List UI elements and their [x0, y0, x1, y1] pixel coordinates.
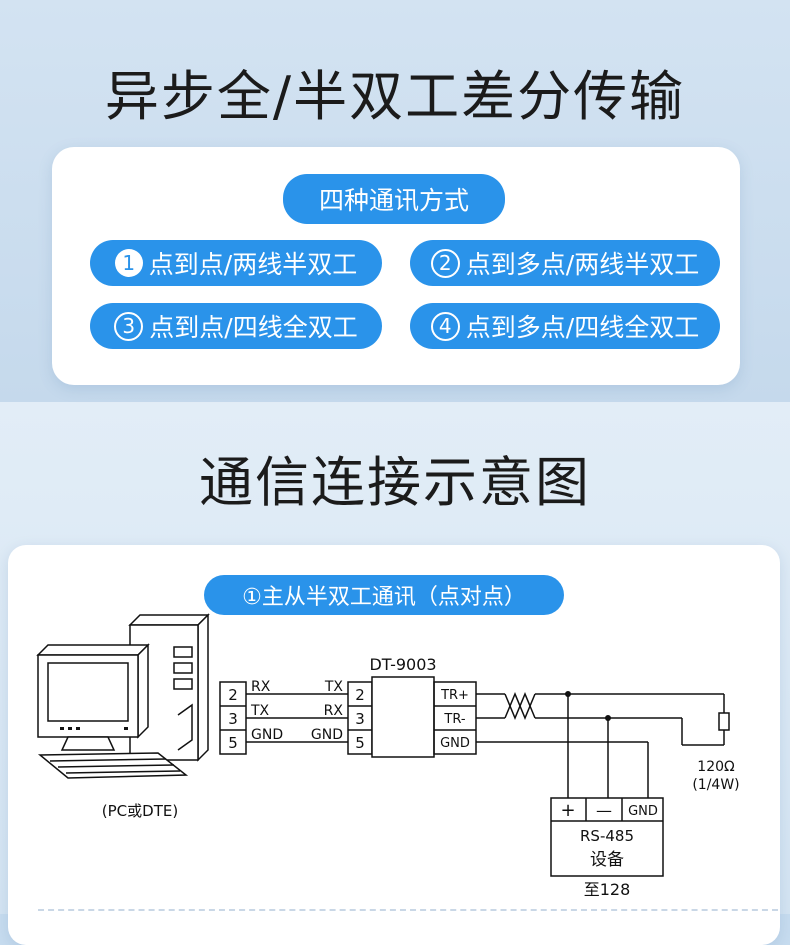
- mode-label-3: 点到点/四线全双工: [149, 313, 358, 342]
- diagram-card: ①主从半双工通讯（点对点）: [8, 545, 780, 945]
- number-4-badge: 4: [430, 311, 460, 341]
- mode-item-4: 4 点到多点/四线全双工: [410, 303, 720, 349]
- section2-title: 通信连接示意图: [199, 451, 591, 514]
- conv-pin-2: 3: [355, 710, 365, 728]
- pc-label: (PC或DTE): [102, 802, 178, 820]
- modes-card: 四种通讯方式 1 点到点/两线半双工 2 点到多点/两线半双工 3 点到点/四线…: [52, 147, 740, 385]
- rs485-terminal-minus: —: [596, 801, 612, 820]
- conv-pin-1: 2: [355, 686, 365, 704]
- left-signal-3: GND: [251, 727, 283, 743]
- modes-badge: 四种通讯方式: [283, 174, 505, 224]
- resistor-value: 120Ω: [697, 759, 735, 775]
- number-1-badge: 1: [114, 249, 143, 277]
- left-pin-2: 3: [228, 710, 238, 728]
- conv-pin-3: 5: [355, 734, 365, 752]
- left-pin-3: 5: [228, 734, 238, 752]
- resistor-power: (1/4W): [692, 777, 739, 793]
- dashed-divider: [38, 909, 778, 911]
- connection-diagram: DT-9003 2 3 5 RX TX GND TX RX GND 2 3 5 …: [36, 613, 740, 899]
- number-2-badge: 2: [430, 248, 460, 278]
- pc-monitor-icon: [36, 643, 150, 751]
- section1-title: 异步全/半双工差分传输: [104, 65, 686, 128]
- mode-item-3: 3 点到点/四线全双工: [90, 303, 382, 349]
- mode-label-1: 点到点/两线半双工: [148, 250, 358, 279]
- right-signal-3: GND: [311, 727, 343, 743]
- rs485-count: 至128: [584, 880, 631, 899]
- left-pin-1: 2: [228, 686, 238, 704]
- mode-item-2: 2 点到多点/两线半双工: [410, 240, 720, 286]
- mode-item-1: 1 点到点/两线半双工: [90, 240, 382, 286]
- left-signal-2: TX: [250, 703, 270, 719]
- rs485-device-box: [550, 797, 664, 877]
- resistor-icon: [718, 712, 730, 731]
- rs485-name: RS-485: [580, 827, 634, 845]
- rs485-terminal-gnd: GND: [628, 804, 658, 819]
- keyboard-icon: [37, 752, 189, 779]
- mode-label-2: 点到多点/两线半双工: [465, 250, 700, 279]
- right-signal-1: TX: [324, 679, 344, 695]
- conv-output-1: TR+: [440, 688, 469, 703]
- conv-output-2: TR-: [443, 712, 465, 727]
- device-name: DT-9003: [369, 655, 436, 674]
- left-signal-1: RX: [251, 679, 271, 695]
- rs485-terminal-plus: +: [560, 800, 575, 821]
- conv-output-3: GND: [440, 736, 470, 751]
- number-3-badge: 3: [114, 311, 144, 341]
- rs485-sub: 设备: [590, 850, 624, 870]
- mode-label-4: 点到多点/四线全双工: [465, 313, 700, 342]
- right-signal-2: RX: [324, 703, 344, 719]
- diagram-badge: ①主从半双工通讯（点对点）: [204, 575, 564, 615]
